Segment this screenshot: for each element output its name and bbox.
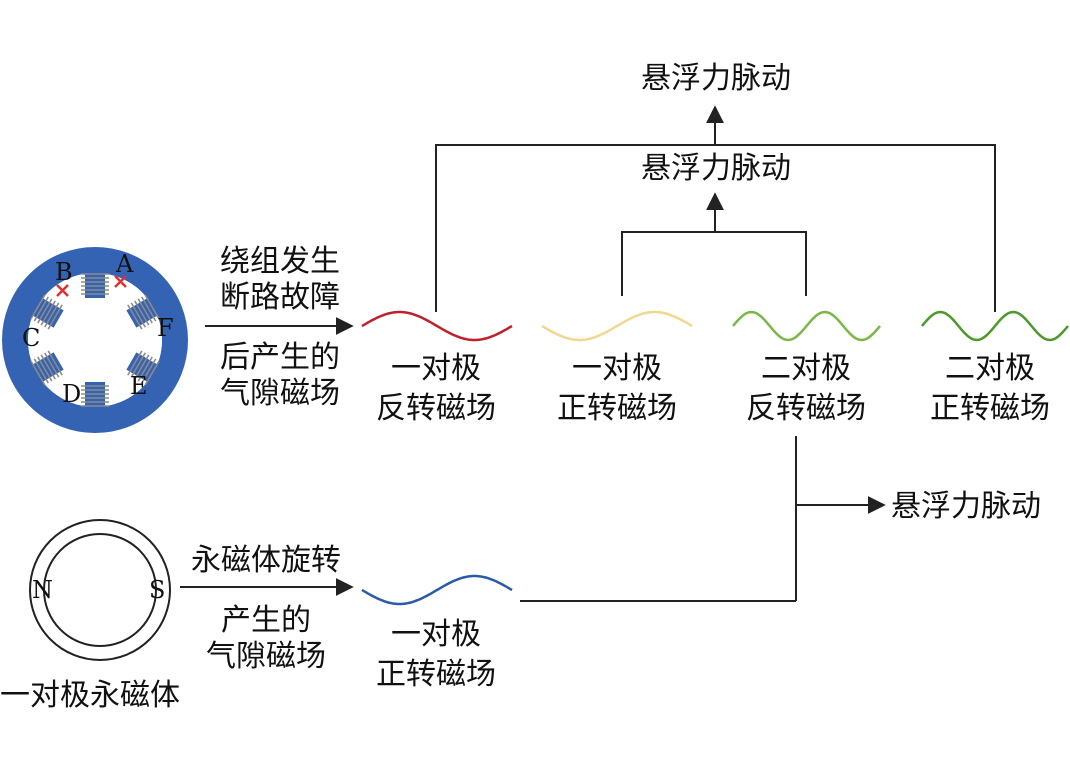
magnet-inner-ring <box>43 533 157 647</box>
magnet-arrow-label-2: 产生的 <box>221 603 311 638</box>
coil-winding <box>33 358 49 384</box>
coil-winding <box>144 360 160 386</box>
stator-tooth <box>20 350 64 389</box>
field-label-2-line2: 正转磁场 <box>557 391 677 426</box>
fault-mark-icon <box>56 275 127 297</box>
coil-winding <box>47 304 63 330</box>
coil-winding <box>40 354 56 380</box>
coil-winding <box>44 302 60 328</box>
coil-winding <box>33 296 49 322</box>
field-label-4-line1: 二对极 <box>945 351 1035 386</box>
wave-one-pair-reverse <box>361 310 513 342</box>
coil-winding <box>134 354 150 380</box>
coil-winding <box>137 356 153 382</box>
magnet-north-label: N <box>32 576 53 604</box>
wave-two-pair-forward <box>921 310 1069 342</box>
coil-winding <box>130 302 146 328</box>
tooth-core <box>126 291 170 328</box>
coil-winding <box>40 300 56 326</box>
coil-winding <box>141 358 157 384</box>
pole-label-e: E <box>130 372 148 400</box>
wave-two-pair-reverse <box>732 310 881 342</box>
pole-label-d: D <box>62 380 81 408</box>
pole-label-c: C <box>22 324 40 352</box>
wave-pm-one-pair-forward <box>361 574 513 606</box>
tooth-core <box>20 352 64 389</box>
field-label-1-line2: 反转磁场 <box>376 391 496 426</box>
tooth-core <box>20 291 64 328</box>
connector-inner-bracket <box>621 231 807 296</box>
stator-tooth <box>20 291 64 330</box>
coil-winding <box>141 296 157 322</box>
field-label-1-line1: 一对极 <box>391 351 481 386</box>
coil-winding <box>37 298 53 324</box>
field-label-3-line2: 反转磁场 <box>746 391 866 426</box>
fault-arrow-label-2: 断路故障 <box>220 280 340 315</box>
magnet-south-label: S <box>149 576 165 604</box>
output-top-label: 悬浮力脉动 <box>641 61 791 96</box>
stator-tooth <box>81 382 109 420</box>
coil-winding <box>47 350 63 376</box>
tooth-core <box>85 260 105 298</box>
tooth-core <box>126 352 170 389</box>
field-label-2-line1: 一对极 <box>572 351 662 386</box>
field-label-3-line1: 二对极 <box>761 351 851 386</box>
wave-one-pair-forward <box>541 310 693 342</box>
fault-arrow-label-1: 绕组发生 <box>220 244 340 279</box>
fault-arrow-group: 绕组发生 断路故障 后产生的 气隙磁场 <box>205 244 354 411</box>
stator-tooth <box>126 291 170 330</box>
stator-tooth <box>81 260 109 298</box>
fault-arrow-label-4: 气隙磁场 <box>220 376 340 411</box>
fault-arrow-label-3: 后产生的 <box>220 340 340 375</box>
magnet-arrow-group: 永磁体旋转 产生的 气隙磁场 <box>180 543 354 674</box>
coil-winding <box>144 294 160 320</box>
coil-winding <box>30 360 46 386</box>
magnet-caption: 一对极永磁体 <box>0 678 180 713</box>
stator-teeth <box>20 260 170 420</box>
pole-label-b: B <box>55 258 73 286</box>
coil-winding <box>127 304 143 330</box>
pm-field-label-line2: 正转磁场 <box>376 657 496 692</box>
coil-winding <box>134 300 150 326</box>
coil-winding <box>130 352 146 378</box>
pole-label-f: F <box>157 314 174 342</box>
tooth-core <box>85 382 105 420</box>
field-label-4-line2: 正转磁场 <box>930 391 1050 426</box>
coil-winding <box>44 352 60 378</box>
stator-diagram: A B C D E F <box>2 247 188 433</box>
magnet-outer-ring <box>29 519 171 661</box>
coil-winding <box>30 294 46 320</box>
stator-tooth <box>126 350 170 389</box>
pole-label-a: A <box>115 250 134 278</box>
magnet-arrow-label-1: 永磁体旋转 <box>191 543 341 578</box>
coil-winding <box>137 298 153 324</box>
output-right-label: 悬浮力脉动 <box>891 489 1041 524</box>
permanent-magnet: N S 一对极永磁体 <box>0 519 180 713</box>
coil-winding <box>37 356 53 382</box>
pm-field-label-line1: 一对极 <box>391 617 481 652</box>
output-middle-label: 悬浮力脉动 <box>641 151 791 186</box>
coil-winding <box>127 350 143 376</box>
magnet-arrow-label-3: 气隙磁场 <box>206 639 326 674</box>
